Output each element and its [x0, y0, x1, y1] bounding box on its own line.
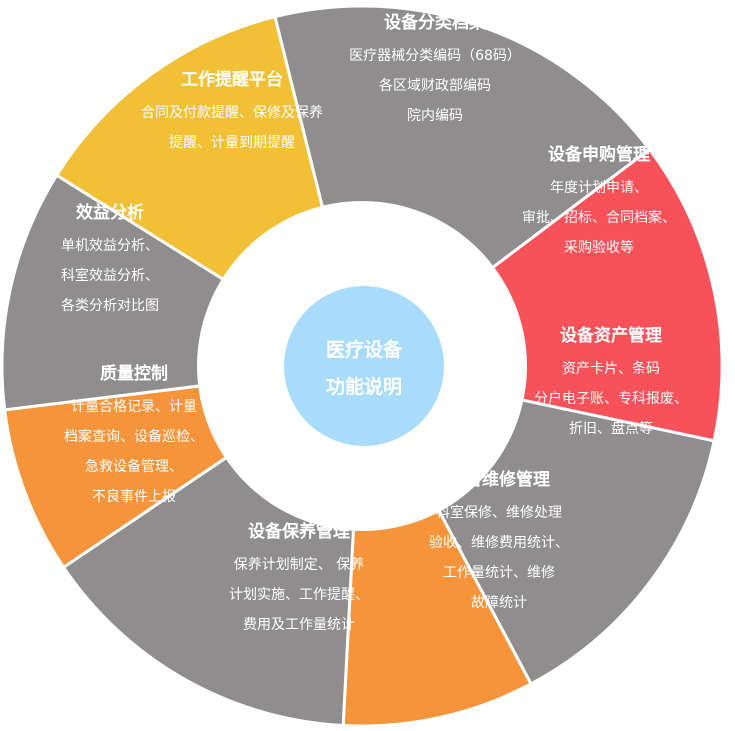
segment-title: 设备申购管理	[548, 144, 650, 165]
segment-line: 工作量统计、维修	[443, 565, 555, 581]
segment-title: 效益分析	[76, 202, 144, 223]
segment-title: 设备分类档案	[384, 12, 487, 33]
segment-title: 设备保养管理	[248, 521, 350, 542]
segment-line: 不良事件上报	[92, 489, 176, 505]
segment-line: 档案查询、设备巡检、	[64, 428, 204, 445]
segment-line: 计量合格记录、计量	[71, 399, 197, 415]
segment-line: 各区域财政部编码	[379, 78, 491, 94]
segment-line: 计划实施、工作提醒、	[229, 587, 369, 603]
segment-line: 医疗器械分类编码（68码）	[349, 48, 521, 64]
segment-line: 审批、招标、合同档案、	[522, 209, 676, 226]
segment-line: 科室效益分析、	[61, 267, 159, 284]
segment-line: 科室保修、维修处理	[436, 504, 562, 521]
segment-line: 合同及付款提醒、保修及保养	[141, 105, 323, 121]
segment-line: 单机效益分析、	[61, 238, 159, 254]
segment-line: 资产卡片、条码	[562, 360, 660, 377]
segment-line: 费用及工作量统计	[243, 617, 355, 633]
segment-line: 急救设备管理、	[85, 458, 183, 475]
segment-line: 各类分析对比图	[61, 298, 159, 314]
segment-title: 设备资产管理	[560, 325, 662, 346]
segment-title: 设备维修管理	[448, 469, 550, 490]
segment-title: 质量控制	[100, 363, 168, 384]
segment-line: 院内编码	[407, 108, 463, 124]
segment-line: 年度计划申请、	[550, 180, 648, 196]
segment-line: 采购验收等	[564, 239, 634, 256]
center-label-line-1: 医疗设备	[326, 338, 403, 361]
center-label-line-2: 功能说明	[326, 375, 402, 398]
segment-line: 提醒、计量到期提醒	[169, 135, 295, 151]
segment-line: 验收、维修费用统计、	[429, 535, 569, 551]
segment-line: 保养计划制定、 保养	[234, 557, 364, 573]
segment-line: 故障统计	[471, 595, 527, 611]
center-circle	[284, 286, 444, 446]
segment-title: 工作提醒平台	[181, 69, 283, 90]
segment-line: 分户电子账、专科报废、	[534, 390, 688, 407]
segment-line: 折旧、盘点等	[569, 420, 653, 437]
